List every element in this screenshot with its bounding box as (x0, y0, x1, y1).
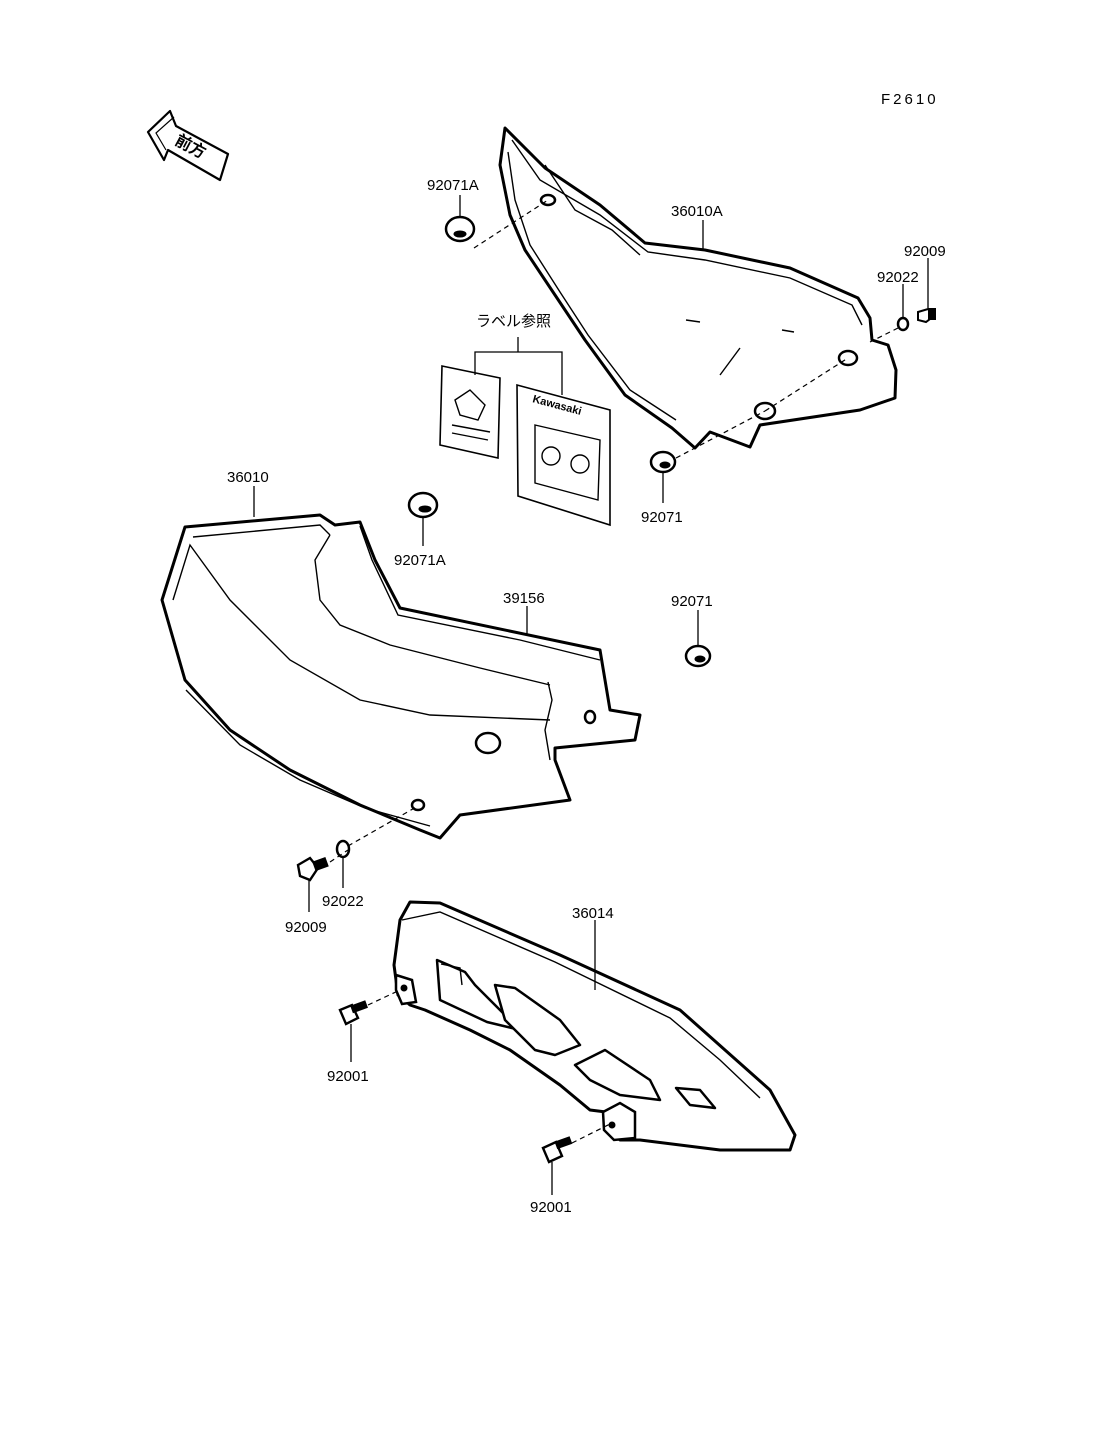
chain-cover-36014 (392, 900, 797, 1152)
grommet-92071a-top (444, 215, 476, 243)
decal-kawasaki: Kawasaki (516, 383, 611, 527)
side-cover-36010 (160, 513, 642, 840)
callout-92001-left: 92001 (327, 1068, 369, 1085)
callout-92022-bottom: 92022 (322, 893, 364, 910)
callout-39156: 39156 (503, 590, 545, 607)
screw-92009-top (917, 307, 936, 324)
grommet-92071-right (649, 450, 677, 474)
label-reference-bracket (474, 337, 563, 395)
screw-92009-bottom (296, 856, 329, 882)
callout-92071-right: 92071 (641, 509, 683, 526)
callout-92001-bottom: 92001 (530, 1199, 572, 1216)
callout-92071-mid: 92071 (671, 593, 713, 610)
label-reference-text: ラベル参照 (476, 312, 551, 330)
washer-92022-top (896, 316, 910, 332)
callouts: 36010A 92071A 92009 92022 ラベル参照 92071 36… (227, 177, 946, 1216)
callout-92071a-mid: 92071A (394, 552, 446, 569)
callout-36010: 36010 (227, 469, 269, 486)
front-direction-arrow: 前方 (146, 109, 230, 182)
washer-92022-bottom (335, 839, 351, 859)
callout-36010a: 36010A (671, 203, 723, 220)
figure-code: F2610 (881, 91, 939, 108)
callout-92022-top: 92022 (877, 269, 919, 286)
grommet-92071-mid (684, 644, 712, 668)
side-cover-36010a (498, 126, 898, 450)
callout-92009-top: 92009 (904, 243, 946, 260)
bolt-92001-left (338, 1000, 368, 1026)
bolt-92001-bottom (541, 1136, 573, 1164)
grommet-92071a-mid (407, 491, 439, 519)
decal-small (439, 365, 501, 459)
callout-92071a-top: 92071A (427, 177, 479, 194)
callout-92009-bottom: 92009 (285, 919, 327, 936)
leader-lines (253, 195, 929, 1195)
callout-36014: 36014 (572, 905, 614, 922)
